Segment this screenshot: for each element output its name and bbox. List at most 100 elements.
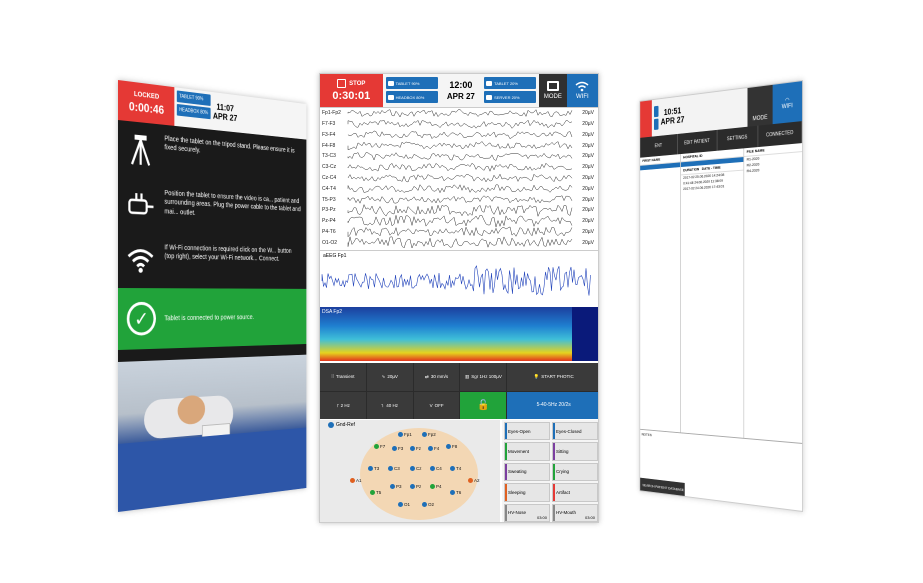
scale-label: 20µV [582,175,594,181]
server-storage-chip: SERVER 20% [484,91,537,103]
unlock-button[interactable]: 🔓 [460,391,507,419]
electrode-pz[interactable]: Pz [410,484,421,489]
instruction-wifi: If Wi-Fi connection is required click on… [118,232,306,289]
event-button-artifact[interactable]: Artifact [552,483,598,502]
electrode-a1[interactable]: A1 [350,478,362,483]
transient-button[interactable]: ⁞⁞Transient [320,363,366,391]
electrode-fz[interactable]: Fz [410,446,421,451]
electrode-t3[interactable]: T3 [368,466,379,471]
band-setting-button[interactable]: 5-40-5Hz 20/2s [507,391,598,419]
sensitivity-button[interactable]: ▥Sgr 1Hz 100µV [460,363,507,391]
eeg-trace [347,109,573,118]
mode-label: MODE [543,94,562,100]
patient-column: FIRST NAME [640,154,681,433]
locked-timer: 0:00:46 [128,98,165,117]
tablet-storage-chip: TABLET 20% [484,77,537,89]
scale-label: 20µV [582,185,594,192]
stop-button[interactable]: STOP 0:30:01 [320,74,383,107]
eeg-trace-canvas [347,109,573,250]
electrode-fp1[interactable]: Fp1 [398,432,412,437]
tablet-setup-screen: LOCKED 0:00:46 TABLET 90% HEADBOX 80% 11… [118,80,307,512]
instruction-text: If Wi-Fi connection is required click on… [164,244,292,263]
gain-button[interactable]: ∿20µV [366,363,413,391]
electrode-p3[interactable]: P3 [390,484,402,489]
locked-button[interactable]: LOCKED 0:00:46 [118,80,175,126]
lowcut-icon: ╭ [335,402,339,408]
electrode-f3[interactable]: F3 [392,446,403,451]
electrode-a2[interactable]: A2 [468,478,480,483]
speed-button[interactable]: ⇄30 mm/s [413,363,460,391]
electrode-cz[interactable]: Cz [410,466,422,471]
electrode-c4[interactable]: C4 [430,466,442,471]
head-outline [360,428,478,520]
event-button-eyes-closed[interactable]: Eyes-Closed [552,422,598,441]
clock: 12:00 APR 27 [441,74,482,107]
lowcut-button[interactable]: ╭2 Hz [320,391,366,419]
event-button-sleeping[interactable]: Sleeping [504,483,550,502]
electrode-f8[interactable]: F8 [446,444,457,449]
event-button-sweating[interactable]: Sweating [504,462,550,482]
electrode-fp2[interactable]: Fp2 [422,432,436,437]
electrode-t6[interactable]: T6 [450,490,461,495]
ground-electrode[interactable] [328,422,334,428]
clock-date: APR 27 [212,110,238,124]
device-status-left: TABLET 90% HEADBOX 80% [383,74,441,107]
clock-time: 12:00 [449,80,473,90]
mode-button[interactable]: MODE [539,74,567,107]
power-plug-icon [125,186,156,223]
electrode-p4[interactable]: P4 [430,484,442,489]
status-bar: STOP 0:30:01 TABLET 90% HEADBOX 80% 12:0… [320,74,598,108]
event-button-sitting[interactable]: Sitting [552,442,598,461]
scale-label: 20µV [582,207,594,214]
power-status-banner: ✓ Tablet is connected to power source. [118,288,307,350]
electrode-f4[interactable]: F4 [428,446,439,451]
highcut-button[interactable]: ╮40 Hz [366,391,413,419]
event-button-eyes-open[interactable]: Eyes-Open [504,422,550,441]
electrode-o2[interactable]: O2 [422,502,434,507]
channel-label: O1-O2 [322,239,338,246]
stop-label: STOP [349,80,366,87]
power-status-text: Tablet is connected to power source. [164,313,255,322]
electrode-c3[interactable]: C3 [388,466,400,471]
recording-column: HOSPITAL ID DURATION DATE - TIME 2017-02… [680,148,745,438]
scale-label: 20µV [582,142,594,149]
aeeg-waveform [321,265,591,296]
electrode-f7[interactable]: F7 [374,444,385,449]
mode-icon [546,81,559,91]
eeg-recording-screen: STOP 0:30:01 TABLET 90% HEADBOX 80% 12:0… [319,73,599,523]
eeg-trace [347,141,573,151]
electrode-t4[interactable]: T4 [450,466,461,471]
event-button-movement[interactable]: Movement [504,442,550,461]
wifi-button[interactable]: ◠ WIFI [772,81,803,125]
record-button[interactable] [640,100,652,138]
wifi-label: WIFI [781,102,793,110]
spectrogram: DSA Fp2 [320,307,598,361]
clock: 10:51 APR 27 [661,105,685,127]
mode-button[interactable]: MODE [747,84,773,127]
eeg-trace [347,152,573,161]
speed-icon: ⇄ [425,373,429,379]
event-button-crying[interactable]: Crying [552,462,598,482]
channel-label: Pz-P4 [322,218,336,225]
grid-icon: ⁞⁞ [331,374,334,380]
start-photic-button[interactable]: 💡START PHOTIC [507,363,598,391]
scale-label: 20µV [582,196,594,203]
channel-label: P3-Pz [322,207,336,214]
wifi-button[interactable]: WIFI [566,74,598,107]
instruction-text: Position the tablet to ensure the video … [164,189,301,217]
eeg-trace [347,226,573,238]
checkmark-icon: ✓ [126,301,156,336]
headbox-battery-chip: HEADBOX 80% [176,103,211,120]
electrode-o1[interactable]: O1 [398,502,410,507]
eeg-trace [347,119,573,129]
headbox-battery-chip: HEADBOX 80% [385,91,438,103]
notes-panel[interactable]: NOTES [640,428,803,512]
instruction-text: Place the tablet on the tripod stand. Pl… [164,135,295,155]
tablet-icon [387,80,394,86]
electrode-t5[interactable]: T5 [370,490,381,495]
scale-label: 20µV [582,218,594,225]
